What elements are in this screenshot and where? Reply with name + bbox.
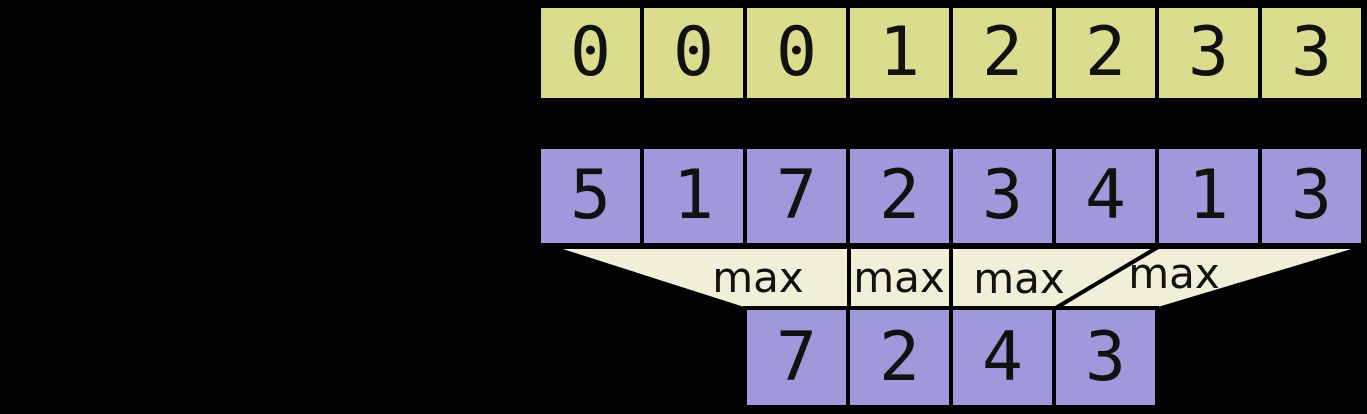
max-funnel-shape-1 [549,245,851,311]
data-cell: 1 [644,149,743,243]
segment-id-cell: 2 [1056,8,1155,98]
data-cell: 3 [1262,149,1361,243]
segment-id-cell: 3 [1159,8,1258,98]
max-label-1: max [712,253,804,302]
segment-ids-row: 0 0 0 1 2 2 3 3 [537,4,1365,102]
output-cell: 2 [850,310,949,405]
max-label-2: max [853,253,945,302]
segment-id-cell: 0 [644,8,743,98]
output-cell: 3 [1056,310,1155,405]
data-cell: 4 [1056,149,1155,243]
segment-id-cell: 1 [850,8,949,98]
data-cell: 7 [747,149,846,243]
data-cell: 3 [953,149,1052,243]
segment-id-cell: 2 [953,8,1052,98]
output-cell: 7 [747,310,846,405]
segment-id-cell: 3 [1262,8,1361,98]
data-cell: 1 [1159,149,1258,243]
data-cell: 2 [850,149,949,243]
data-row: 5 1 7 2 3 4 1 3 [537,145,1365,247]
data-cell: 5 [541,149,640,243]
max-label-4: max [1128,249,1220,298]
max-label-3: max [973,254,1065,303]
segment-id-cell: 0 [541,8,640,98]
segment-id-cell: 0 [747,8,846,98]
output-cell: 4 [953,310,1052,405]
output-row: 7 2 4 3 [743,306,1159,409]
